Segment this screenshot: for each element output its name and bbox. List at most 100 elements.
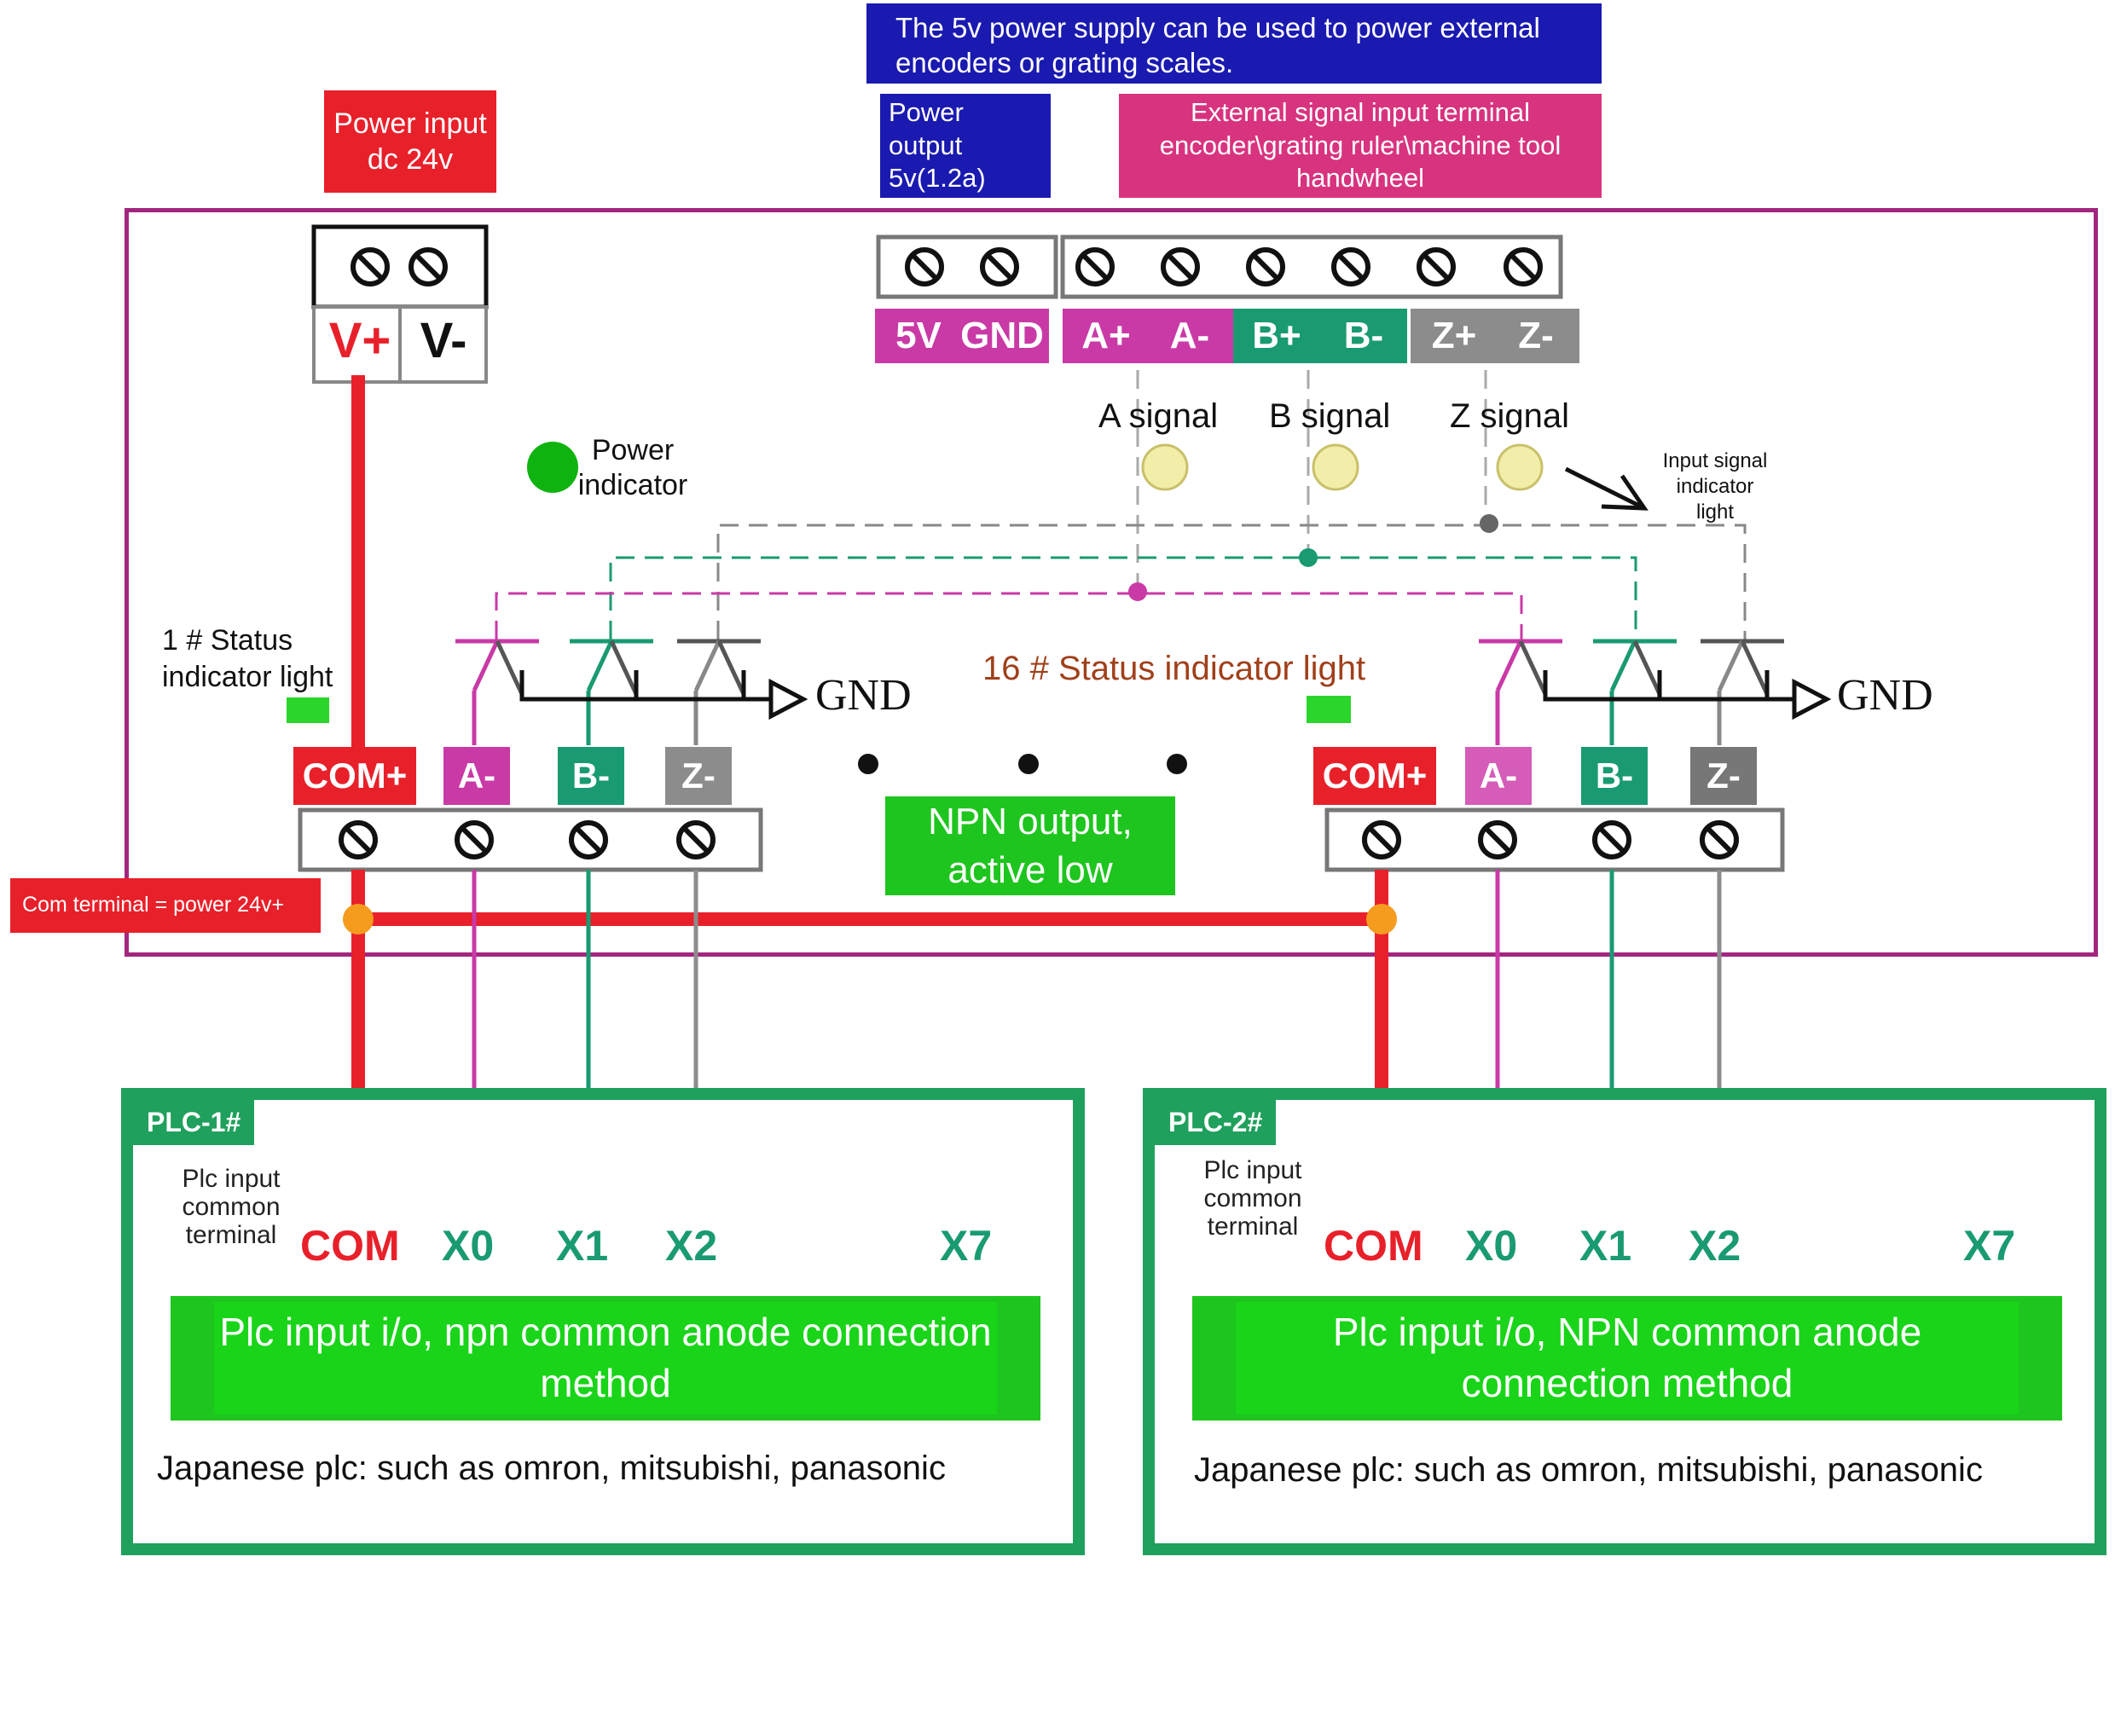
terminal-label-z-minus: Z- [1492, 309, 1579, 363]
vminus-label: V- [420, 313, 467, 368]
output-label-z-minus-1: Z- [665, 747, 732, 805]
z-signal-light [1496, 443, 1544, 491]
plc-1-io-com: COM [300, 1222, 400, 1270]
screw-icon [1478, 820, 1517, 859]
gnd-label-left: GND [815, 671, 912, 720]
board-frame [125, 208, 2098, 957]
screw-icon [676, 820, 716, 859]
plc-2-io-x2: X2 [1689, 1222, 1741, 1270]
plc-2-io-x1: X1 [1579, 1222, 1632, 1270]
b-signal-label: B signal [1269, 397, 1391, 435]
supply-note-text: The 5v power supply can be used to power… [895, 12, 1540, 79]
screw-icon [1075, 247, 1115, 286]
plc-1-common-label: Plc input common terminal [182, 1165, 281, 1249]
power-input-callout: Power input dc 24v [324, 90, 496, 193]
screw-icon [569, 820, 608, 859]
power-indicator-label: Power indicator [577, 434, 688, 501]
supply-note-callout: The 5v power supply can be used to power… [866, 3, 1602, 84]
screw-icon [1161, 247, 1200, 286]
plc-1-banner-text: Plc input i/o, npn common anode connecti… [214, 1302, 997, 1415]
screw-icon [409, 247, 448, 286]
screw-icon-slot [911, 253, 938, 281]
screw-icon [1417, 247, 1456, 286]
status-1-light [287, 697, 329, 723]
status-1-indicator-label: 1 # Status indicator light [162, 624, 333, 693]
screw-icon [339, 820, 378, 859]
screw-icon [351, 247, 390, 286]
output-label-b-minus-1: B- [558, 747, 624, 805]
screw-icon-slot [1252, 253, 1279, 281]
terminal-label-b-plus: B+ [1233, 309, 1320, 363]
power-output-text: Power output 5v(1.2a) [889, 96, 986, 194]
plc-2-note: Japanese plc: such as omron, mitsubishi,… [1194, 1451, 1983, 1489]
b-signal-light [1312, 443, 1359, 491]
screw-icon [1592, 820, 1631, 859]
plc-2-tag: PLC-2# [1155, 1100, 1277, 1145]
output-label-com-plus-1: COM+ [293, 747, 416, 805]
screw-icon-slot [414, 253, 442, 281]
screw-icon-slot [682, 826, 710, 854]
plc-1-note: Japanese plc: such as omron, mitsubishi,… [157, 1450, 946, 1487]
vplus-label: V+ [328, 313, 391, 368]
a-signal-label: A signal [1098, 397, 1219, 435]
terminal-label-b-minus: B- [1320, 309, 1407, 363]
screw-icon [1504, 247, 1543, 286]
a-signal-light [1141, 443, 1189, 491]
screw-icon [1331, 247, 1370, 286]
plc-2-io-x0: X0 [1465, 1222, 1518, 1270]
power-input-text: Power input dc 24v [333, 107, 487, 176]
screw-icon [905, 247, 944, 286]
output-label-b-minus-16: B- [1581, 747, 1648, 805]
output-label-z-minus-16: Z- [1690, 747, 1757, 805]
status-16-light [1307, 696, 1351, 723]
signal-input-terminal-block [1060, 234, 1563, 299]
power-output-callout: Power output 5v(1.2a) [880, 94, 1051, 198]
plc-2-io-com: COM [1324, 1222, 1423, 1270]
screw-icon-slot [1598, 826, 1625, 854]
power-terminal-block [311, 224, 489, 310]
screw-icon-slot [1368, 826, 1395, 854]
output-terminal-block-16 [1324, 807, 1785, 872]
npn-output-text: NPN output, active low [928, 800, 1133, 891]
screw-icon-slot [575, 826, 602, 854]
npn-output-label: NPN output, active low [885, 796, 1175, 895]
screw-icon [1246, 247, 1285, 286]
screw-icon [980, 247, 1019, 286]
plc-1-io-x2: X2 [665, 1222, 718, 1270]
screw-icon-slot [1081, 253, 1109, 281]
gnd-label-right: GND [1837, 671, 1933, 720]
plc-1-tag: PLC-1# [133, 1100, 255, 1145]
plc-2-banner-text: Plc input i/o, NPN common anode connecti… [1236, 1302, 2019, 1415]
plc-1-banner: Plc input i/o, npn common anode connecti… [171, 1296, 1040, 1421]
screw-icon [1362, 820, 1401, 859]
screw-icon-slot [986, 253, 1013, 281]
screw-icon-slot [461, 826, 488, 854]
output-label-a-minus-1: A- [443, 747, 510, 805]
com-terminal-callout: Com terminal = power 24v+ [10, 878, 321, 933]
screw-icon-slot [1423, 253, 1450, 281]
terminal-label-a-plus: A+ [1063, 309, 1150, 363]
output-label-a-minus-16: A- [1465, 747, 1532, 805]
status-16-indicator-label: 16 # Status indicator light [982, 650, 1366, 687]
screw-icon-slot [1337, 253, 1365, 281]
screw-icon [1700, 820, 1739, 859]
plc-2-banner: Plc input i/o, NPN common anode connecti… [1192, 1296, 2062, 1421]
plc-2-io-x7: X7 [1963, 1222, 2016, 1270]
screw-icon-slot [1509, 253, 1537, 281]
ext-signal-callout: External signal input terminal encoder\g… [1119, 94, 1602, 198]
ext-signal-text: External signal input terminal encoder\g… [1159, 96, 1562, 194]
z-signal-label: Z signal [1450, 397, 1570, 435]
terminal-label-gnd: GND [955, 309, 1049, 363]
terminal-label-a-minus: A- [1146, 309, 1233, 363]
plc-1-io-x1: X1 [556, 1222, 609, 1270]
terminal-label-5v: 5V [875, 309, 962, 363]
screw-icon-slot [1484, 826, 1511, 854]
screw-icon-slot [356, 253, 384, 281]
screw-icon [455, 820, 494, 859]
screw-icon-slot [1706, 826, 1733, 854]
com-terminal-text: Com terminal = power 24v+ [22, 893, 285, 917]
terminal-label-z-plus: Z+ [1411, 309, 1498, 363]
plc-2-common-label: Plc input common terminal [1203, 1156, 1302, 1241]
screw-icon-slot [345, 826, 372, 854]
power-indicator-light [527, 442, 578, 493]
